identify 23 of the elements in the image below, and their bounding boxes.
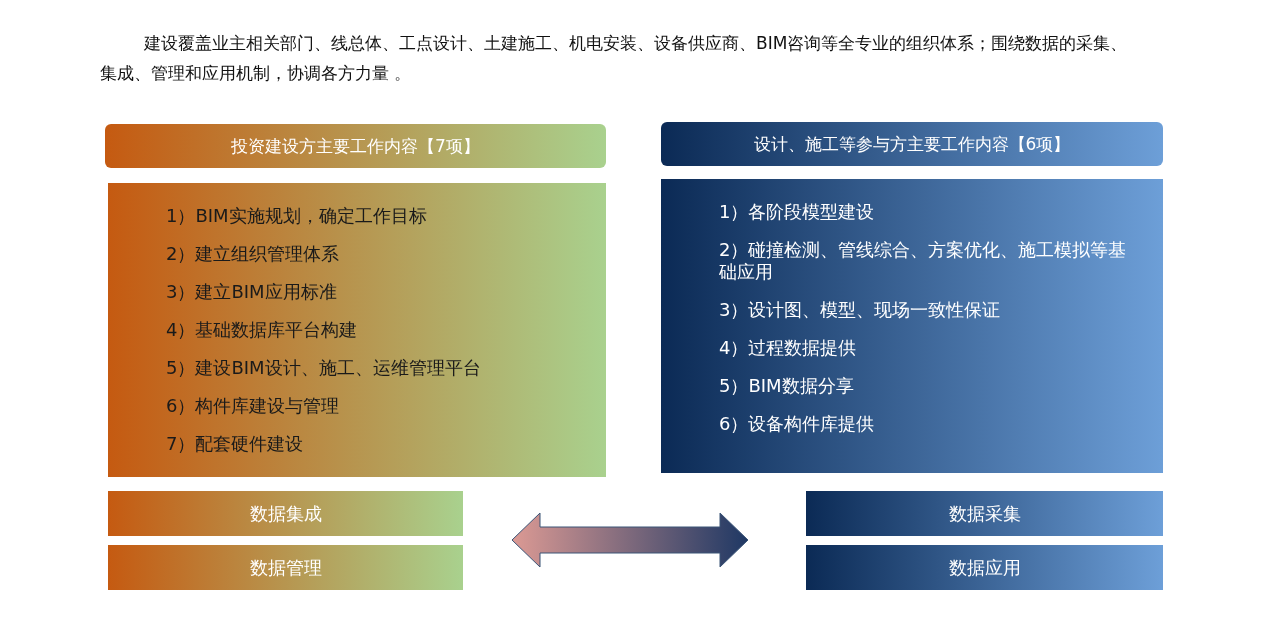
data-box: 数据采集 [806,491,1163,536]
content-panel [108,183,606,477]
list-item: 1）各阶段模型建设 [719,201,876,223]
list-item: 6）设备构件库提供 [719,413,876,435]
list-item: 7）配套硬件建设 [166,433,305,455]
list-item: 5）建设BIM设计、施工、运维管理平台 [166,357,482,379]
list-item: 3）设计图、模型、现场一致性保证 [719,299,1002,321]
list-item: 1）BIM实施规划，确定工作目标 [166,205,428,227]
list-item: 2）建立组织管理体系 [166,243,341,265]
double-arrow [511,512,749,568]
list-item: 3）建立BIM应用标准 [166,281,338,303]
data-box: 数据集成 [108,491,463,536]
list-item: 4）基础数据库平台构建 [166,319,359,341]
data-box: 数据管理 [108,545,463,590]
list-item: 4）过程数据提供 [719,337,858,359]
content-panel [661,179,1163,473]
list-item: 2）碰撞检测、管线综合、方案优化、施工模拟等基础应用 [719,239,1128,283]
header-bar: 设计、施工等参与方主要工作内容【6项】 [661,122,1163,166]
intro-paragraph: 建设覆盖业主相关部门、线总体、工点设计、土建施工、机电安装、设备供应商、BIM咨询等全专业的组织体系；围绕数据的采集、集成、管理和应用机制，协调各方力量 。 [100,32,1129,85]
list-item: 5）BIM数据分享 [719,375,855,397]
list-item: 6）构件库建设与管理 [166,395,341,417]
data-box: 数据应用 [806,545,1163,590]
header-bar: 投资建设方主要工作内容【7项】 [105,124,606,168]
